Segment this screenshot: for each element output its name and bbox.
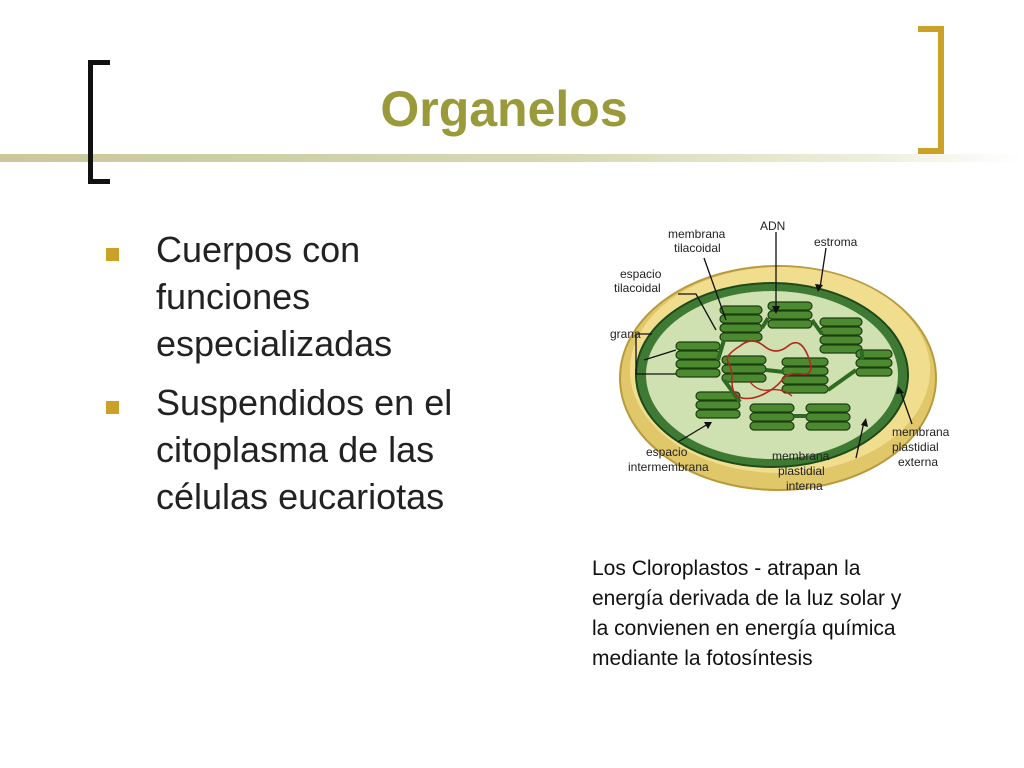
leader-arrows (704, 284, 904, 429)
right-bracket-decoration (918, 26, 944, 154)
leader-lines (635, 232, 913, 459)
caption-line: mediante la fotosíntesis (592, 647, 813, 670)
bullet-line: Cuerpos con (156, 229, 361, 270)
bullet-line: citoplasma de las (156, 429, 435, 470)
granum (805, 403, 851, 431)
granum (855, 349, 893, 377)
stromal-lamellae (716, 316, 864, 418)
bullet-line: funciones (156, 276, 311, 317)
bullet-item: Cuerpos con funciones especializadas (104, 226, 504, 367)
granum (749, 403, 795, 431)
bullet-line: células eucariotas (156, 476, 445, 517)
left-bracket-decoration (88, 60, 110, 184)
bullet-item: Suspendidos en el citoplasma de las célu… (104, 379, 504, 520)
grana-stacks (675, 301, 893, 431)
dna-strand (749, 381, 793, 397)
square-bullet-icon (106, 248, 119, 261)
granum (719, 305, 763, 342)
title-rule (0, 154, 1024, 162)
granum (695, 391, 741, 419)
slide-title: Organelos (380, 81, 628, 137)
granum (721, 355, 767, 383)
label-estroma: estroma (814, 235, 858, 249)
granum (819, 317, 863, 354)
granum (781, 357, 829, 394)
caption-line: Los Cloroplastos - atrapan la (592, 557, 861, 580)
caption-line: energía derivada de la luz solar y (592, 587, 902, 610)
granum (675, 341, 721, 378)
dna-strand (726, 340, 812, 400)
granum (767, 301, 813, 329)
bullet-list: Cuerpos con funciones especializadas Sus… (104, 226, 504, 532)
bullet-line: especializadas (156, 323, 393, 364)
bullet-line: Suspendidos en el (156, 382, 453, 423)
square-bullet-icon (106, 401, 119, 414)
label-adn: ADN (760, 219, 785, 233)
caption-line: la convienen en energía química (592, 617, 896, 640)
label-grana: grana (610, 327, 641, 341)
figure-caption: Los Cloroplastos - atrapan la energía de… (592, 554, 992, 674)
